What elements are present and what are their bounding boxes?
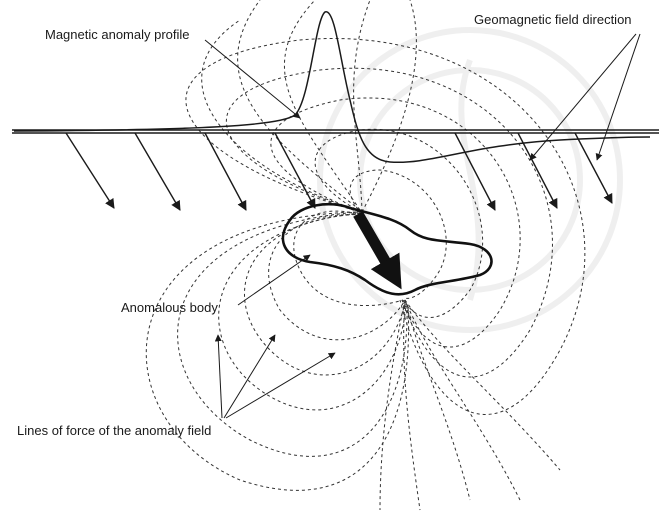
field-arrow <box>135 133 180 210</box>
force-line <box>226 68 552 377</box>
field-arrow <box>205 133 246 210</box>
field-arrow <box>518 133 557 208</box>
geomagnetic-field-direction-label: Geomagnetic field direction <box>474 12 632 27</box>
force-line <box>146 212 408 490</box>
force-line <box>269 215 404 340</box>
force-leader <box>218 335 222 418</box>
magnetic-anomaly-profile-label: Magnetic anomaly profile <box>45 27 190 42</box>
leader-lines <box>205 34 640 418</box>
lines-of-force-label: Lines of force of the anomaly field <box>17 423 211 438</box>
field-arrow <box>66 133 114 208</box>
body-leader <box>238 255 310 305</box>
watermark-emblem <box>320 30 620 330</box>
anomalous-body-label: Anomalous body <box>121 300 218 315</box>
force-leader <box>226 353 335 418</box>
field-arrow <box>275 133 315 208</box>
force-line <box>244 214 405 375</box>
force-leader <box>224 335 275 418</box>
magnetization-arrow <box>358 214 395 278</box>
force-line <box>404 300 420 510</box>
geo-leader <box>597 34 640 160</box>
force-line <box>202 20 362 212</box>
